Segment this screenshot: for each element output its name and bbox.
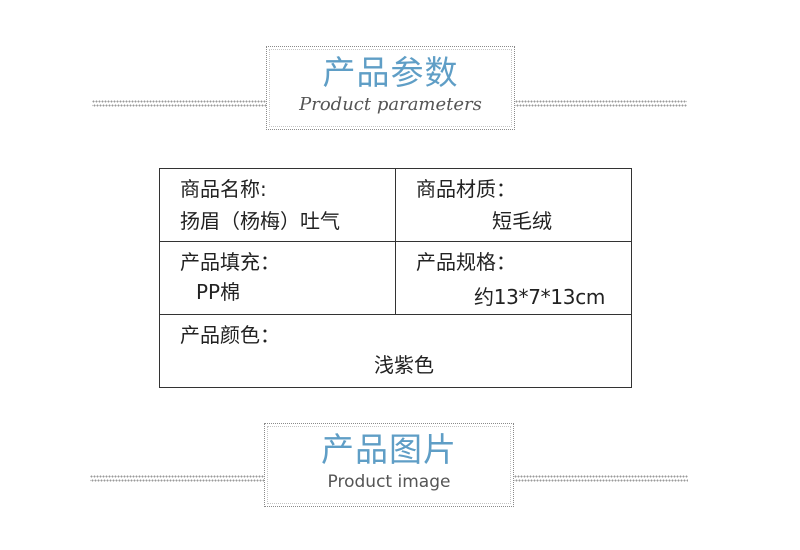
table-row: 商品名称: 扬眉（杨梅）吐气 商品材质： 短毛绒 bbox=[159, 168, 632, 242]
filling-cell: 产品填充： PP棉 bbox=[159, 241, 396, 315]
right-dotted-line bbox=[514, 475, 688, 482]
size-label: 产品规格： bbox=[416, 250, 516, 274]
banner-frame: 产品参数 Product parameters bbox=[266, 46, 515, 130]
color-value: 浅紫色 bbox=[374, 353, 434, 377]
material-label: 商品材质： bbox=[416, 177, 516, 201]
product-parameters-banner: 产品参数 Product parameters bbox=[0, 46, 800, 130]
size-value: 约13*7*13cm bbox=[474, 285, 606, 309]
section-title-en: Product parameters bbox=[299, 94, 482, 115]
size-cell: 产品规格： 约13*7*13cm bbox=[395, 241, 632, 315]
table-row: 产品填充： PP棉 产品规格： 约13*7*13cm bbox=[159, 241, 632, 315]
banner-frame: 产品图片 Product image bbox=[264, 423, 514, 507]
material-cell: 商品材质： 短毛绒 bbox=[395, 168, 632, 242]
section-title-cn: 产品参数 bbox=[322, 53, 459, 92]
table-row: 产品颜色： 浅紫色 bbox=[159, 314, 632, 388]
product-image-banner: 产品图片 Product image bbox=[0, 423, 800, 507]
filling-label: 产品填充： bbox=[180, 250, 280, 274]
section-title-cn: 产品图片 bbox=[321, 430, 457, 469]
left-dotted-line bbox=[92, 100, 266, 107]
section-title-en: Product image bbox=[327, 472, 451, 492]
material-value: 短毛绒 bbox=[492, 209, 552, 233]
name-cell: 商品名称: 扬眉（杨梅）吐气 bbox=[159, 168, 396, 242]
color-cell: 产品颜色： 浅紫色 bbox=[159, 314, 632, 388]
color-label: 产品颜色： bbox=[180, 323, 280, 347]
left-dotted-line bbox=[90, 475, 264, 482]
spec-table: 商品名称: 扬眉（杨梅）吐气 商品材质： 短毛绒 产品填充： PP棉 产品规格：… bbox=[159, 168, 632, 388]
filling-value: PP棉 bbox=[196, 280, 241, 304]
right-dotted-line bbox=[515, 100, 687, 107]
name-value: 扬眉（杨梅）吐气 bbox=[180, 209, 340, 233]
name-label: 商品名称: bbox=[180, 177, 267, 201]
